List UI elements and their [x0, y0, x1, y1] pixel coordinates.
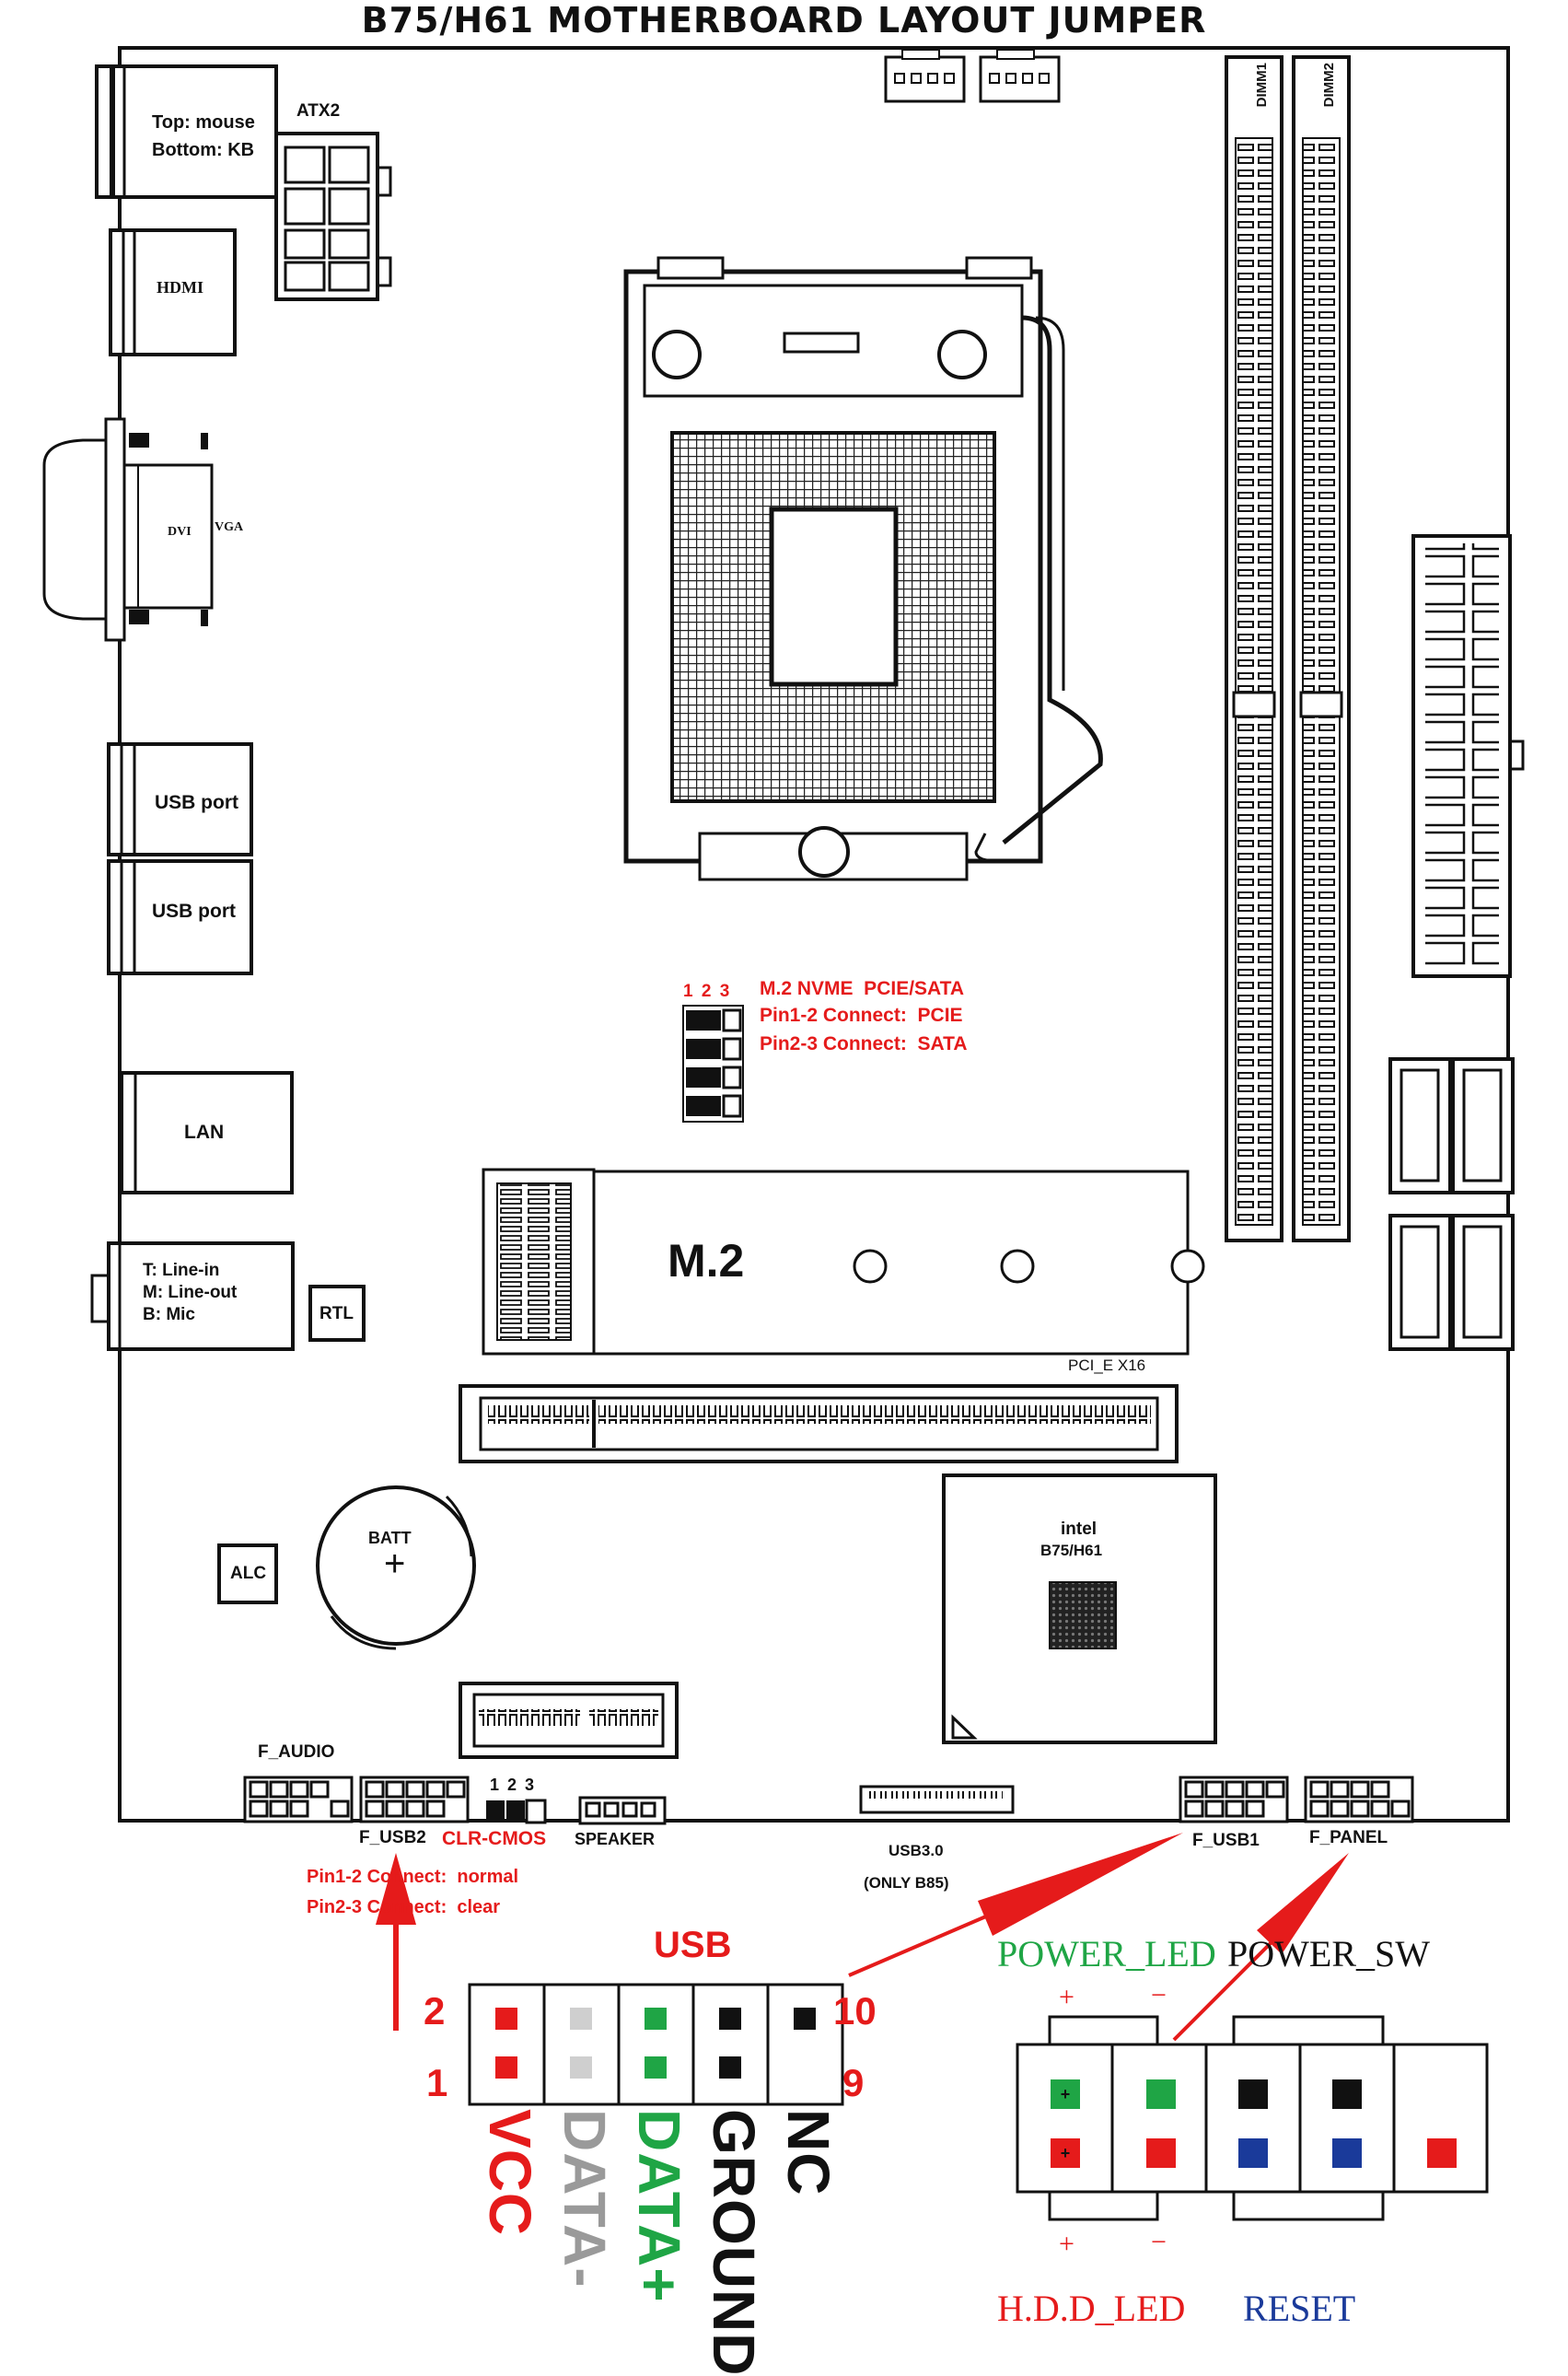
hdmi-label: HDMI: [157, 278, 203, 297]
dimm2-label: DIMM2: [1321, 63, 1337, 108]
power-led-minus: −: [1151, 1980, 1167, 2010]
dvi-label: DVI: [168, 525, 192, 539]
pcie-x16-slot: [459, 1384, 1179, 1463]
ps2-port: [95, 64, 278, 199]
dimm1-label: DIMM1: [1254, 63, 1270, 108]
usb-pin-10: 10: [833, 1989, 877, 2032]
power-sw-label: POWER_SW: [1227, 1933, 1430, 1974]
usb-pin-1: 1: [426, 2061, 448, 2104]
clr-note-line2: Pin2-3 Connect: clear: [307, 1897, 501, 1917]
alc-label: ALC: [230, 1564, 267, 1583]
page-title: B75/H61 MOTHERBOARD LAYOUT JUMPER: [361, 0, 1207, 41]
clr-cmos-label: CLR-CMOS: [442, 1828, 547, 1849]
f-usb2-header: [359, 1776, 470, 1823]
rtl-chip: [308, 1285, 366, 1342]
sata-ports: [1388, 1057, 1515, 1351]
usb-port-1-label: USB port: [155, 792, 238, 813]
f-usb1-header: [1179, 1776, 1289, 1823]
f-usb1-label: F_USB1: [1192, 1831, 1260, 1850]
cpu-socket: [623, 256, 1103, 881]
clr-cmos-pins: 1 2 3: [490, 1776, 537, 1794]
clr-cmos-jumper: [486, 1799, 547, 1824]
chipset-model: B75/H61: [1040, 1542, 1103, 1559]
svg-text:+: +: [1061, 2144, 1071, 2162]
lan-label: LAN: [184, 1122, 225, 1143]
usb3-note: (ONLY B85): [864, 1874, 949, 1892]
usb-label-vcc: VCC: [477, 2109, 543, 2237]
lan-port: [120, 1071, 294, 1194]
reset-label: RESET: [1243, 2288, 1356, 2329]
f-audio-label: F_AUDIO: [258, 1742, 335, 1762]
usb-pinout-title: USB: [654, 1925, 732, 1965]
pcie-label: PCI_E X16: [1068, 1357, 1146, 1374]
m2-slot-label: M.2: [668, 1235, 745, 1287]
usb-pin-9: 9: [842, 2061, 865, 2104]
atx2-label: ATX2: [296, 101, 341, 121]
f-audio-header: [243, 1776, 354, 1823]
fan-header-1: [884, 49, 966, 103]
m2-jumper-header: [682, 1005, 744, 1123]
hdd-led-plus: +: [1059, 2229, 1074, 2259]
m2-jumper-pins: 1 2 3: [683, 982, 732, 1001]
usb-pin-2: 2: [424, 1989, 446, 2032]
f-panel-header: [1304, 1776, 1414, 1823]
dvi-vga-port: [42, 417, 214, 642]
hdmi-port: [109, 228, 237, 356]
ps2-label: Top: mouse Bottom: KB: [152, 112, 255, 160]
vga-label: VGA: [215, 520, 244, 534]
usb-label-data-minus: DATA-: [552, 2109, 618, 2289]
power-led-plus: +: [1059, 1982, 1074, 2012]
rtl-label: RTL: [319, 1304, 354, 1323]
m2-jumper-line2: Pin1-2 Connect: PCIE: [760, 1005, 963, 1026]
speaker-label: SPEAKER: [575, 1830, 656, 1848]
dimm-slot-1: [1225, 55, 1283, 1242]
alc-chip: [217, 1543, 278, 1604]
f-usb2-label: F_USB2: [359, 1828, 426, 1847]
m2-jumper-line1: M.2 NVME PCIE/SATA: [760, 978, 965, 999]
bottom-slot-connector: [459, 1682, 679, 1759]
usb3-header: [859, 1785, 1015, 1814]
battery: [316, 1485, 476, 1650]
f-panel-label: F_PANEL: [1309, 1828, 1388, 1847]
audio-label: T: Line-in M: Line-out B: Mic: [143, 1261, 238, 1324]
hdd-led-minus: −: [1151, 2227, 1167, 2257]
batt-label: BATT: [368, 1529, 412, 1547]
dimm-slot-2: [1292, 55, 1351, 1242]
audio-port: [90, 1241, 295, 1351]
usb-label-data-plus: DATA+: [626, 2109, 692, 2303]
arrow-to-f-usb2: [376, 1853, 416, 2031]
clr-note-line1: Pin1-2 Connect: normal: [307, 1867, 519, 1887]
m2-jumper-line3: Pin2-3 Connect: SATA: [760, 1033, 968, 1054]
usb-port-2: [107, 859, 253, 975]
atx-24pin-connector: [1411, 534, 1525, 978]
fan-header-2: [979, 49, 1061, 103]
power-led-label: POWER_LED: [997, 1933, 1216, 1974]
m2-slot: [482, 1168, 1205, 1356]
chipset-brand: intel: [1061, 1520, 1098, 1539]
usb-label-nc: NC: [775, 2109, 842, 2196]
usb-pinout-table: [468, 1983, 844, 2106]
usb-port-1: [107, 742, 253, 856]
hdd-led-label: H.D.D_LED: [997, 2288, 1186, 2329]
speaker-header: [578, 1796, 667, 1825]
arrow-to-f-panel: [1172, 1853, 1349, 2042]
svg-text:+: +: [1061, 2085, 1071, 2103]
usb3-label: USB3.0: [889, 1842, 944, 1859]
usb-port-2-label: USB port: [152, 901, 236, 922]
batt-plus: +: [384, 1543, 406, 1584]
arrow-to-f-usb1: [848, 1833, 1183, 1977]
panel-pinout-table: + +: [1016, 2015, 1489, 2221]
atx2-connector: [274, 132, 392, 301]
chipset: [942, 1473, 1217, 1744]
usb-label-ground: GROUND: [701, 2109, 767, 2376]
